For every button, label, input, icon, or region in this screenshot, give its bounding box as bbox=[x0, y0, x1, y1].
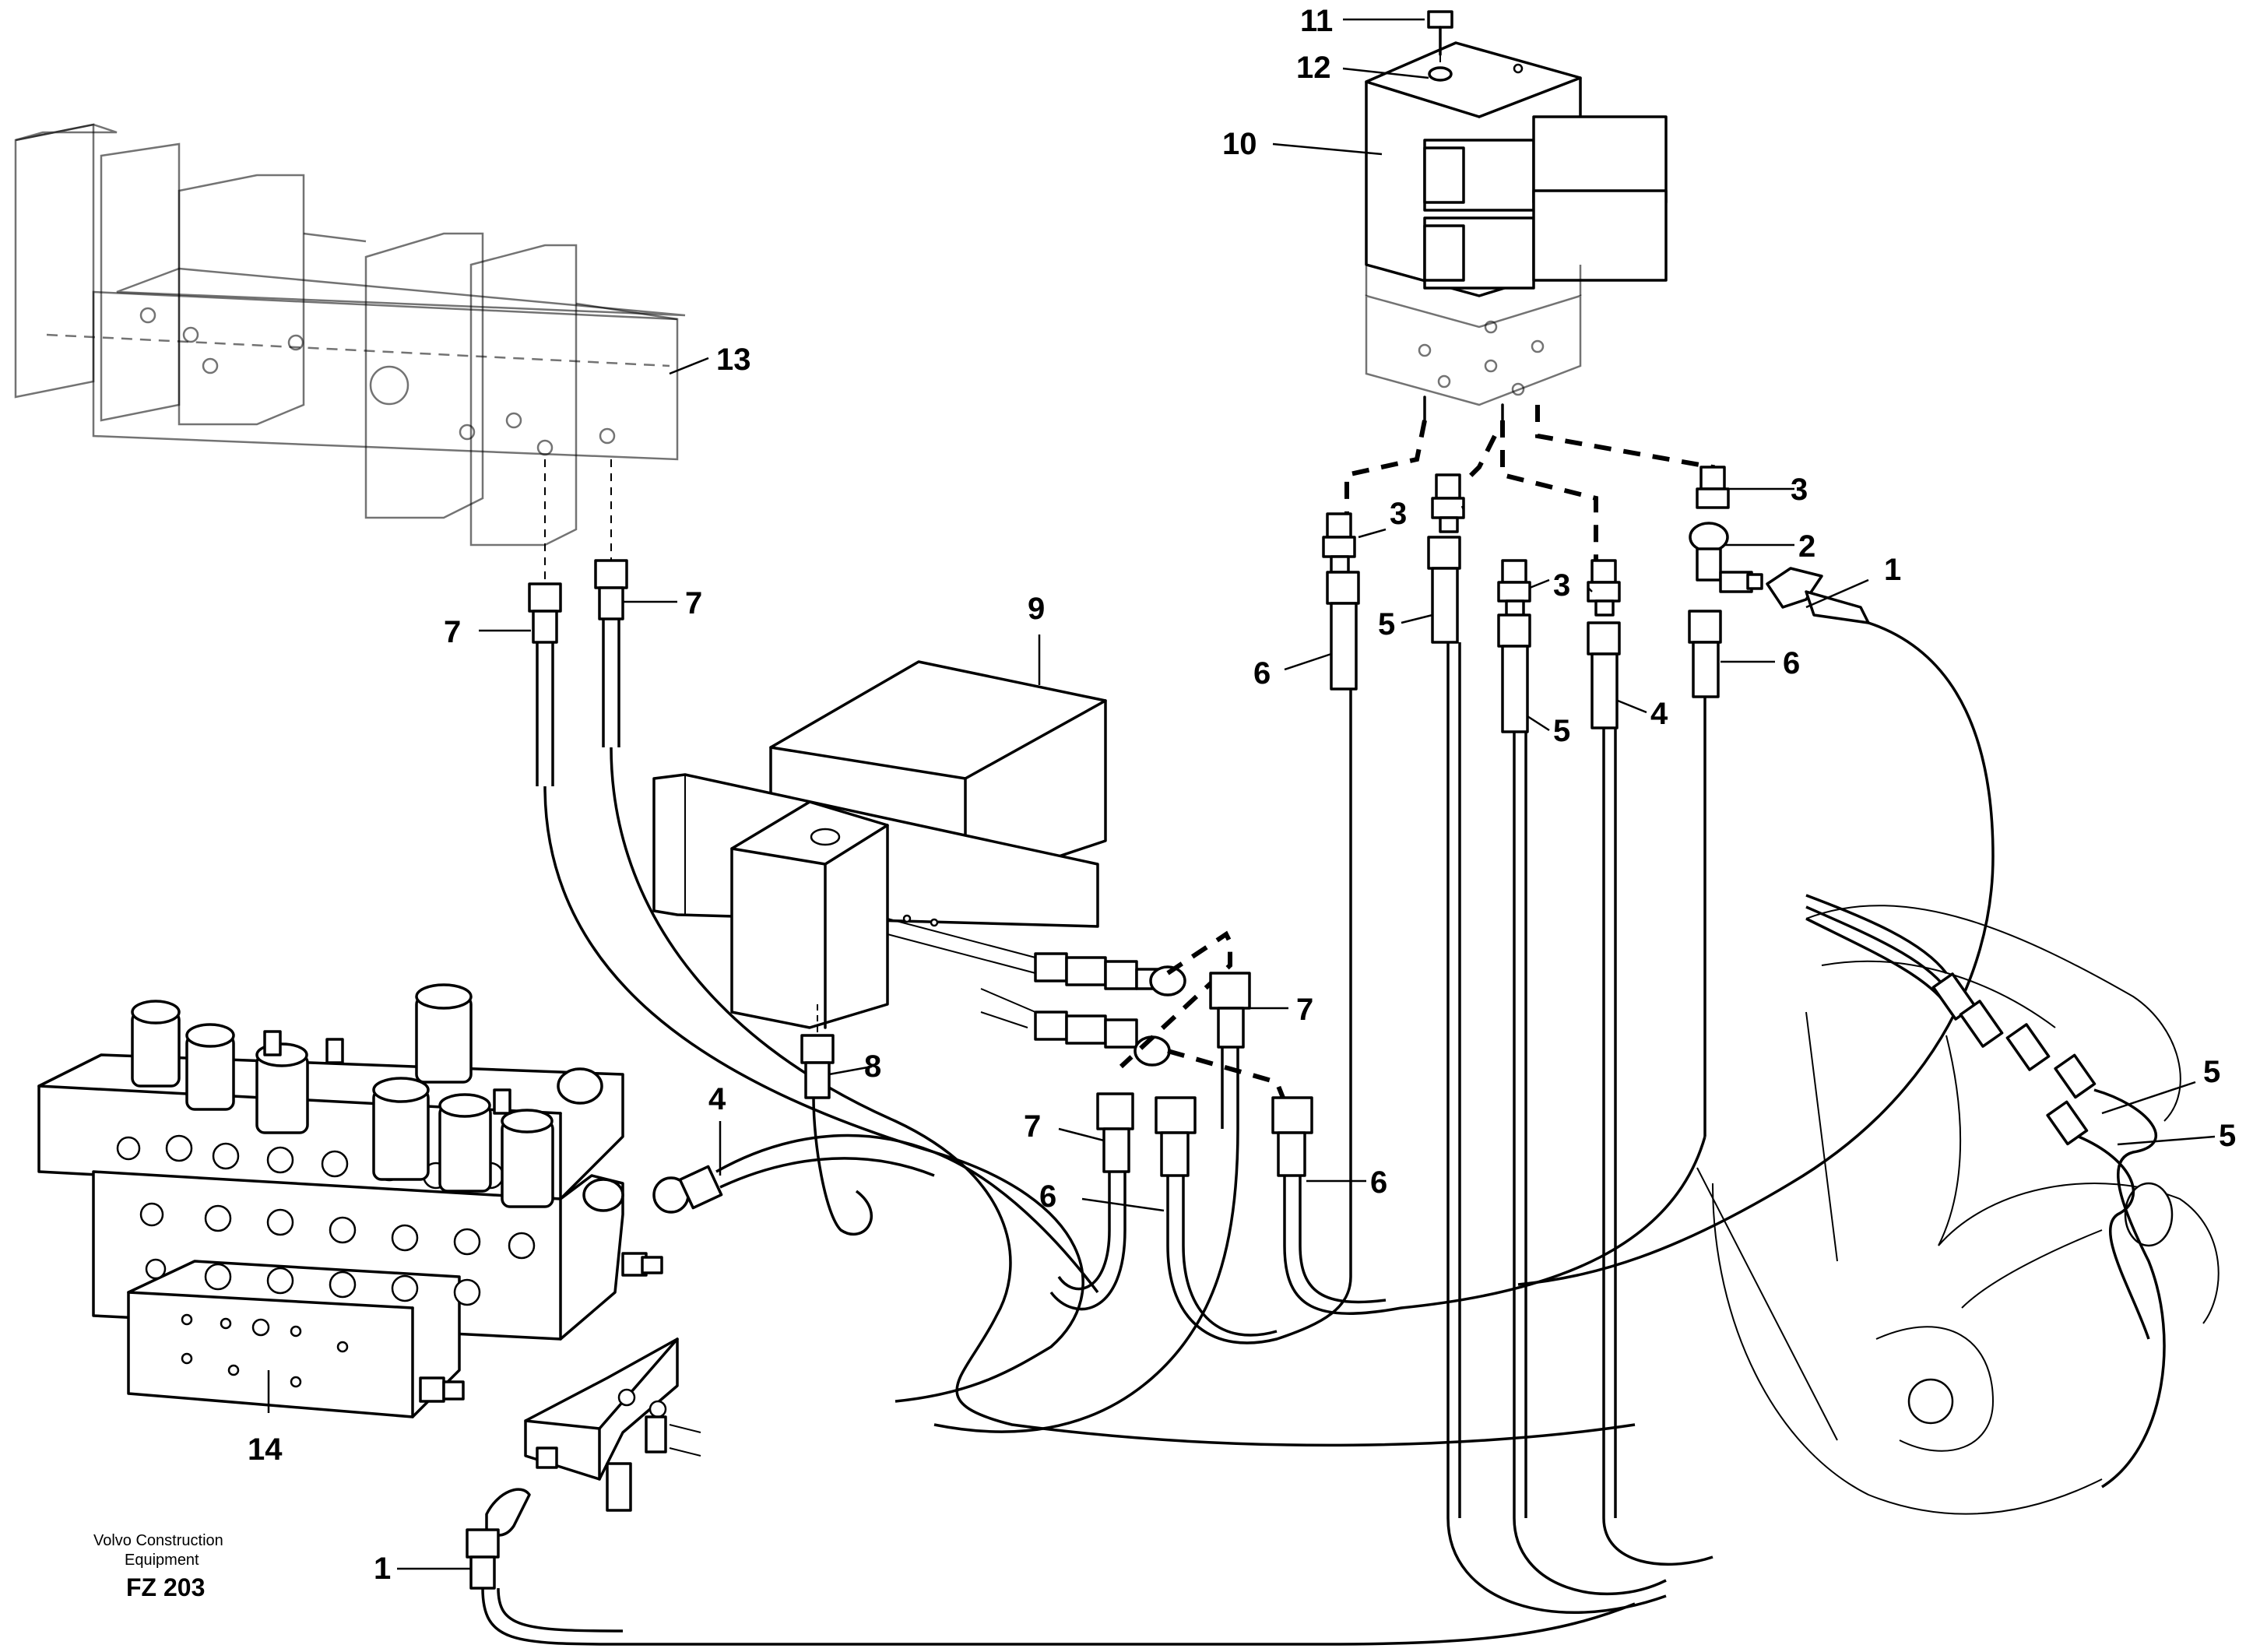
hose-4-lower bbox=[652, 1134, 1099, 1294]
label-14: 14 bbox=[248, 1432, 283, 1467]
label-4b: 4 bbox=[708, 1082, 726, 1116]
caption: Volvo Construction Equipment FZ 203 bbox=[93, 1532, 223, 1601]
label-4a: 4 bbox=[1650, 697, 1668, 731]
label-7b: 7 bbox=[685, 586, 702, 620]
hose-6-mid-a bbox=[1155, 1096, 1197, 1246]
boom-hoses bbox=[1805, 894, 2166, 1489]
adapter-3-d bbox=[1587, 559, 1621, 617]
label-8: 8 bbox=[864, 1049, 881, 1084]
caption-company: Volvo Construction bbox=[93, 1532, 223, 1549]
label-3c: 3 bbox=[1791, 473, 1808, 507]
hose-7-mid-top bbox=[1209, 972, 1251, 1129]
label-6c: 6 bbox=[1039, 1179, 1056, 1214]
block9-fittings bbox=[980, 952, 1186, 1067]
hose-1-lower bbox=[466, 1488, 1636, 1646]
label-13: 13 bbox=[716, 343, 751, 377]
adapter-3-c bbox=[1497, 559, 1531, 617]
label-11: 11 bbox=[1300, 4, 1333, 38]
caption-code: FZ 203 bbox=[126, 1573, 205, 1601]
label-2: 2 bbox=[1798, 529, 1815, 564]
label-5b: 5 bbox=[1553, 714, 1570, 748]
hose-7-right bbox=[594, 559, 628, 747]
label-7d: 7 bbox=[1024, 1109, 1041, 1144]
hose-6-mid-b bbox=[1271, 1096, 1313, 1246]
hose-7-mid-bottom bbox=[1096, 1092, 1134, 1230]
label-3a: 3 bbox=[1390, 497, 1407, 531]
screw-11 bbox=[1427, 10, 1453, 56]
valve-bank-14 bbox=[37, 983, 663, 1418]
label-numbers: 11 12 10 13 3 3 3 2 1 6 5 5 4 6 7 7 9 8 … bbox=[248, 4, 2236, 1586]
label-6b: 6 bbox=[1783, 646, 1800, 680]
adapter-3-a bbox=[1322, 512, 1356, 574]
adapter-3-b bbox=[1431, 473, 1465, 533]
callouts bbox=[267, 18, 2216, 1570]
adapter-3-e bbox=[1696, 466, 1730, 509]
hose-7-left bbox=[528, 582, 562, 786]
hose-8 bbox=[800, 1034, 873, 1236]
washer-12 bbox=[1428, 66, 1453, 82]
hose-end-4-a bbox=[1587, 621, 1621, 729]
valve-block-10 bbox=[1365, 23, 1668, 406]
hose-end-6-a bbox=[1326, 571, 1360, 691]
label-5a: 5 bbox=[1378, 607, 1395, 641]
pilot-block bbox=[524, 1337, 701, 1512]
label-7c: 7 bbox=[1296, 993, 1313, 1027]
label-7a: 7 bbox=[444, 615, 461, 649]
label-1b: 1 bbox=[374, 1552, 391, 1586]
label-6d: 6 bbox=[1370, 1165, 1387, 1200]
valve-block-13 bbox=[14, 123, 686, 547]
label-9: 9 bbox=[1028, 592, 1045, 626]
label-1a: 1 bbox=[1884, 553, 1901, 587]
label-10: 10 bbox=[1222, 127, 1257, 161]
label-6a: 6 bbox=[1253, 656, 1271, 691]
label-12: 12 bbox=[1296, 51, 1331, 85]
label-3b: 3 bbox=[1553, 568, 1570, 603]
hose-end-1-top bbox=[1766, 567, 1870, 624]
tee-2 bbox=[1689, 522, 1763, 593]
hose-end-5-a bbox=[1427, 536, 1461, 644]
caption-equipment: Equipment bbox=[125, 1552, 199, 1569]
hose-end-6-b bbox=[1688, 610, 1722, 698]
boom-arm bbox=[1696, 905, 2220, 1515]
hose-end-5-b bbox=[1497, 613, 1531, 733]
label-5d: 5 bbox=[2219, 1119, 2236, 1153]
label-5c: 5 bbox=[2203, 1055, 2220, 1089]
valve-block-9 bbox=[652, 660, 1107, 1029]
